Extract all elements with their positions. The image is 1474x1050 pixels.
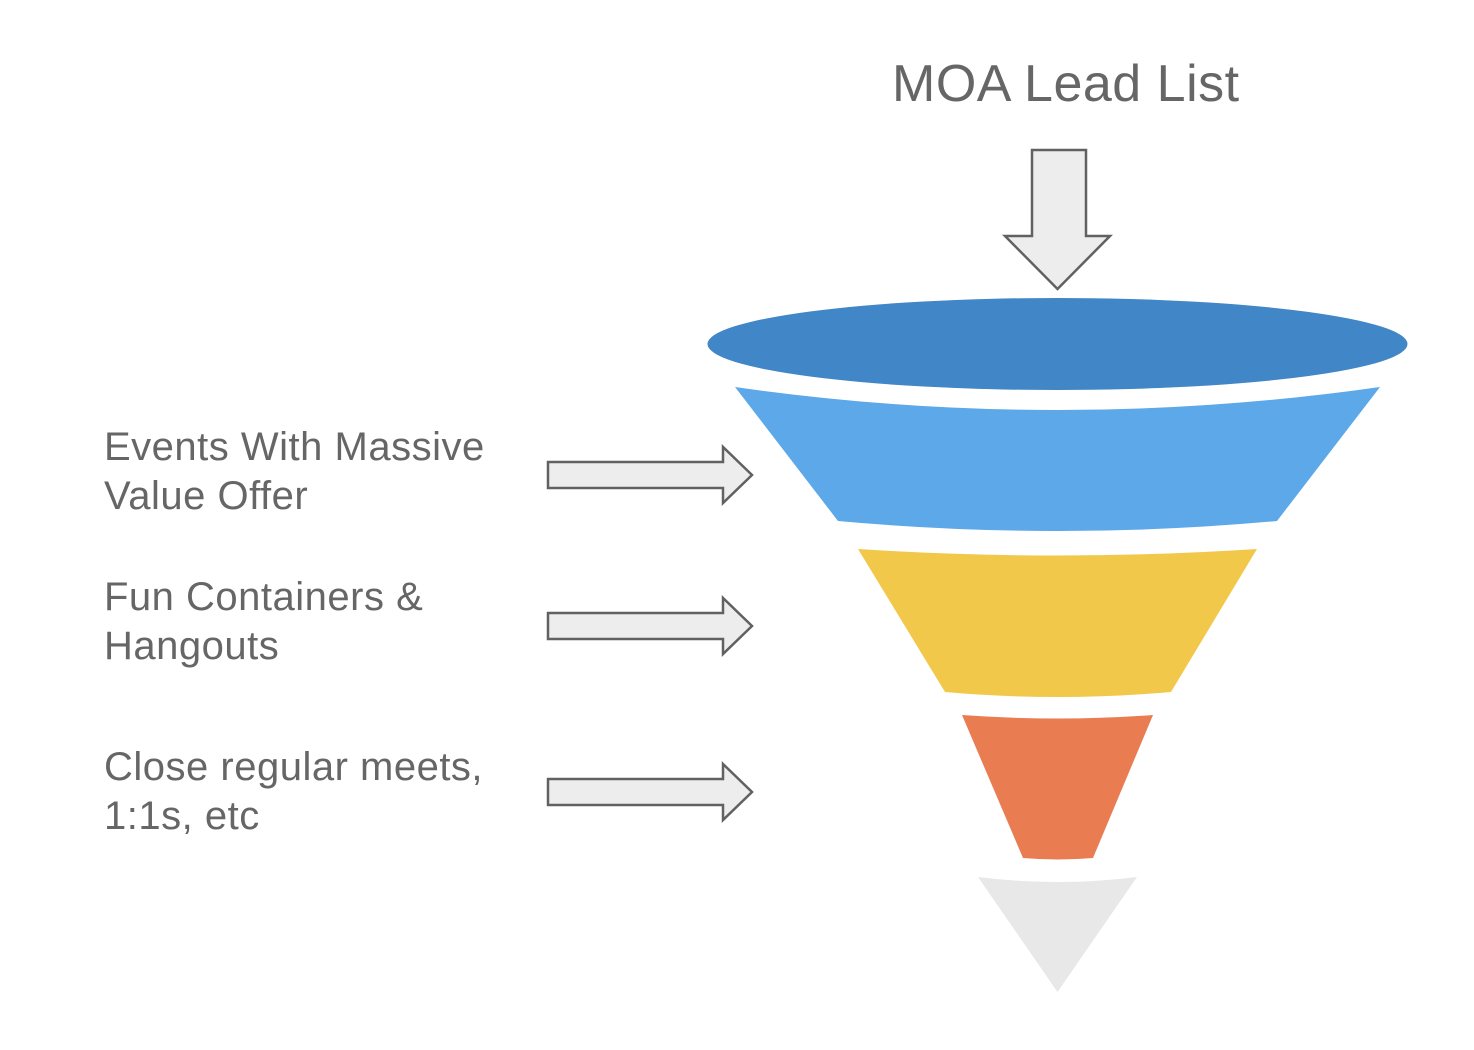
funnel-stage-lead-list-top xyxy=(707,298,1408,390)
label-line: Hangouts xyxy=(104,624,280,668)
diagram-title: MOA Lead List xyxy=(892,55,1240,113)
label-close-regular-meets: Close regular meets, 1:1s, etc xyxy=(104,743,483,841)
right-arrow-icon xyxy=(546,761,754,823)
label-line: Fun Containers & xyxy=(104,575,424,619)
funnel-stage-close-meets xyxy=(962,715,1153,860)
label-events-with-massive-value-offer: Events With Massive Value Offer xyxy=(104,423,485,521)
label-fun-containers-and-hangouts: Fun Containers & Hangouts xyxy=(104,573,423,671)
label-line: Events With Massive xyxy=(104,425,485,469)
right-arrow-icon xyxy=(546,595,754,657)
right-arrow-icon xyxy=(546,444,754,506)
label-line: Value Offer xyxy=(104,474,309,518)
label-line: 1:1s, etc xyxy=(104,794,260,838)
down-arrow-icon xyxy=(1002,148,1113,291)
funnel-tip-triangle xyxy=(978,877,1137,992)
label-line: Close regular meets, xyxy=(104,745,484,789)
funnel-stage-fun-containers xyxy=(858,549,1257,697)
funnel-stage-events xyxy=(735,387,1380,531)
